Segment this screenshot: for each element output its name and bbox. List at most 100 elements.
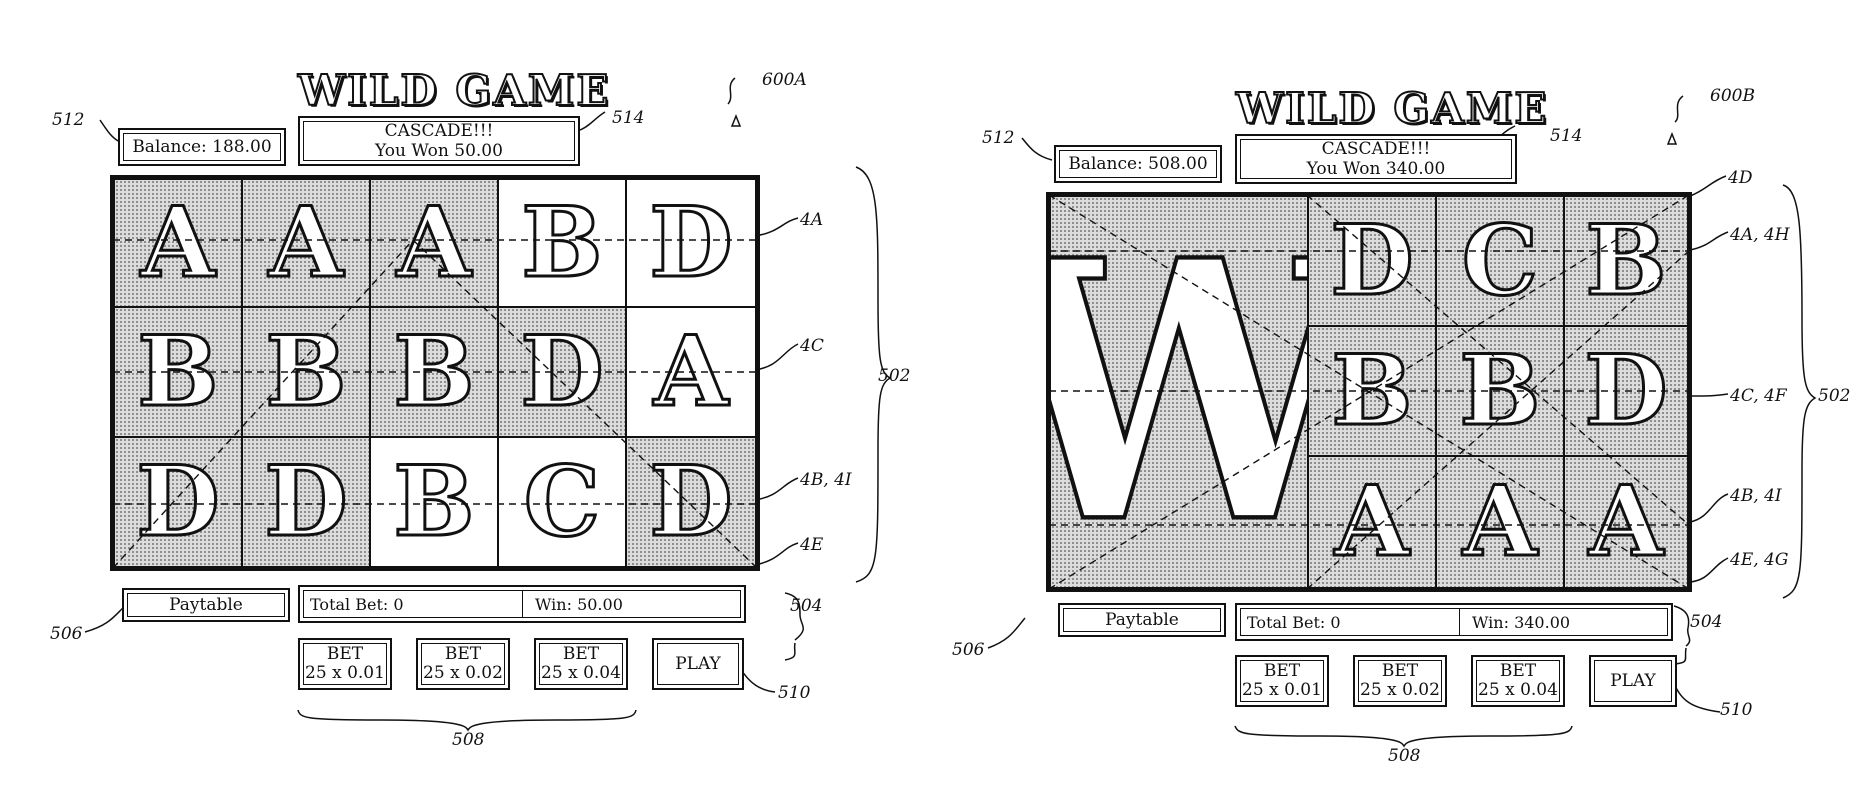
ref-paytable: 506 — [50, 624, 82, 644]
win-message-box: CASCADE!!! You Won 340.00 — [1235, 134, 1517, 184]
reel-cell: A — [625, 306, 757, 438]
paytable-button[interactable]: Paytable — [122, 588, 290, 622]
reel-cell: D — [625, 178, 757, 308]
symbol-b: B — [521, 195, 602, 291]
ref-message: 514 — [612, 108, 644, 128]
ref-play: 510 — [778, 683, 810, 703]
ref-bets: 508 — [1388, 746, 1420, 766]
play-label: PLAY — [675, 655, 721, 674]
bet-button-amount: 25 x 0.01 — [305, 664, 385, 683]
bet-button-0-02[interactable]: BET 25 x 0.02 — [1353, 655, 1447, 707]
symbol-b: B — [137, 324, 218, 420]
bet-button-0-02[interactable]: BET 25 x 0.02 — [416, 638, 510, 690]
bet-button-amount: 25 x 0.04 — [1478, 681, 1558, 700]
symbol-a: A — [269, 195, 343, 291]
ref-panel-label: 600A — [762, 70, 807, 90]
bet-button-amount: 25 x 0.02 — [1360, 681, 1440, 700]
reel-cell: D — [241, 436, 371, 568]
bet-button-amount: 25 x 0.04 — [541, 664, 621, 683]
game-title: WILD GAME — [1236, 84, 1548, 133]
play-button[interactable]: PLAY — [652, 638, 744, 690]
reel-cell: B — [1563, 195, 1689, 327]
symbol-d: D — [1584, 343, 1667, 439]
paytable-button[interactable]: Paytable — [1058, 603, 1226, 637]
bet-status-bar: Total Bet: 0 Win: 50.00 — [298, 585, 746, 623]
bet-button-label: BET — [1500, 662, 1536, 681]
symbol-a: A — [397, 195, 471, 291]
payline-label: 4C, 4F — [1730, 386, 1787, 406]
bet-button-label: BET — [1264, 662, 1300, 681]
balance-display: Balance: 188.00 — [118, 128, 286, 166]
ref-balance: 512 — [52, 110, 84, 130]
reel-cell: B — [1435, 325, 1565, 457]
ref-balance: 512 — [982, 128, 1014, 148]
balance-text: Balance: 188.00 — [132, 137, 271, 157]
payline-label: 4E, 4G — [1730, 550, 1788, 570]
paytable-label: Paytable — [1105, 611, 1179, 630]
symbol-d: D — [520, 324, 603, 420]
message-line-2: You Won 340.00 — [1307, 159, 1446, 179]
symbol-a: A — [1463, 474, 1537, 570]
payline-label: 4A — [800, 210, 823, 230]
reel-cell: A — [1563, 455, 1689, 589]
payline-label: 4B, 4I — [800, 470, 852, 490]
reel-cell: B — [497, 178, 627, 308]
game-title: WILD GAME — [298, 66, 610, 115]
symbol-b: B — [393, 454, 474, 550]
symbol-d: D — [1330, 213, 1413, 309]
symbol-b: B — [1331, 343, 1412, 439]
symbol-d: D — [649, 195, 732, 291]
symbol-b: B — [1585, 213, 1666, 309]
reel-grid: W D C B B B D A A A — [1046, 192, 1692, 592]
symbol-b: B — [1459, 343, 1540, 439]
ref-status: 504 — [1690, 612, 1722, 632]
total-bet-text: Total Bet: 0 — [1247, 613, 1447, 632]
payline-label: 4E — [800, 535, 823, 555]
bet-button-label: BET — [327, 645, 363, 664]
symbol-c: C — [1462, 213, 1538, 309]
ref-panel-label: 600B — [1710, 86, 1755, 106]
bet-button-label: BET — [1382, 662, 1418, 681]
symbol-c: C — [524, 454, 600, 550]
payline-label: 4C — [800, 336, 824, 356]
bet-button-0-01[interactable]: BET 25 x 0.01 — [1235, 655, 1329, 707]
reel-cell: B — [113, 306, 243, 438]
reel-cell: A — [1307, 455, 1437, 589]
balance-display: Balance: 508.00 — [1054, 145, 1222, 183]
play-button[interactable]: PLAY — [1589, 655, 1677, 707]
reel-cell: A — [369, 178, 499, 308]
reel-cell: B — [369, 436, 499, 568]
bet-button-0-01[interactable]: BET 25 x 0.01 — [298, 638, 392, 690]
ref-status: 504 — [790, 596, 822, 616]
game-panel-600b: WILD GAME 600B 512 Balance: 508.00 CASCA… — [930, 0, 1875, 791]
symbol-a: A — [654, 324, 728, 420]
wild-reel: W — [1049, 195, 1309, 589]
bet-button-0-04[interactable]: BET 25 x 0.04 — [534, 638, 628, 690]
win-message-box: CASCADE!!! You Won 50.00 — [298, 116, 580, 166]
bet-button-0-04[interactable]: BET 25 x 0.04 — [1471, 655, 1565, 707]
ref-bets: 508 — [452, 730, 484, 750]
message-line-2: You Won 50.00 — [375, 141, 503, 161]
play-label: PLAY — [1610, 672, 1656, 691]
bet-status-bar: Total Bet: 0 Win: 340.00 — [1235, 603, 1673, 641]
reel-cell: A — [1435, 455, 1565, 589]
reel-cell: A — [241, 178, 371, 308]
reel-cell: C — [497, 436, 627, 568]
game-panel-600a: WILD GAME 600A 512 Balance: 188.00 CASCA… — [0, 0, 930, 791]
reel-cell: B — [369, 306, 499, 438]
win-text: Win: 340.00 — [1472, 613, 1570, 632]
ref-grid: 502 — [878, 366, 910, 386]
symbol-d: D — [264, 454, 347, 550]
symbol-b: B — [265, 324, 346, 420]
symbol-d: D — [136, 454, 219, 550]
reel-cell: D — [1307, 195, 1437, 327]
bet-button-amount: 25 x 0.02 — [423, 664, 503, 683]
message-line-1: CASCADE!!! — [1322, 139, 1431, 159]
status-divider — [522, 591, 523, 617]
bet-button-amount: 25 x 0.01 — [1242, 681, 1322, 700]
reel-cell: B — [1307, 325, 1437, 457]
bet-button-label: BET — [563, 645, 599, 664]
symbol-a: A — [141, 195, 215, 291]
reel-grid: A A A B D B B B D A D D B C D — [110, 175, 760, 571]
payline-label: 4D — [1728, 168, 1752, 188]
